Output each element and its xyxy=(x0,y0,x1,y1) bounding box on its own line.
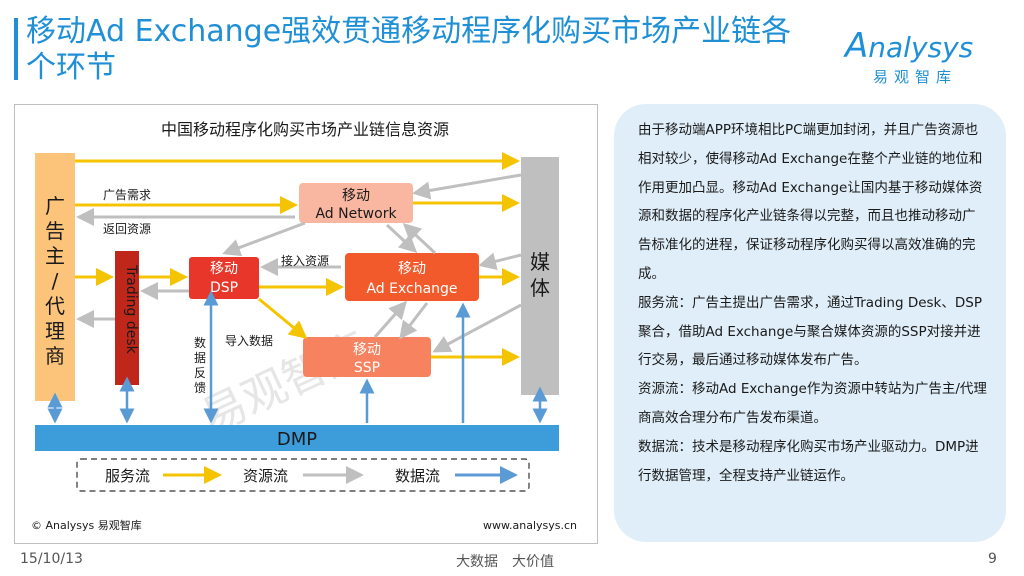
resource-arrow-media-ssp xyxy=(432,303,522,353)
ssp-label-2: SSP xyxy=(354,360,380,376)
data-feedback-char-3: 反 xyxy=(194,366,206,380)
ad-network-label-2: Ad Network xyxy=(315,206,397,222)
ad-exchange-box xyxy=(345,253,479,301)
footer-date: 15/10/13 xyxy=(20,551,83,567)
industry-chain-diagram: 中国移动程序化购买市场产业链信息资源 易观智库 广 告 主 / 代 理 商 Tr… xyxy=(14,104,598,544)
diagram-title: 中国移动程序化购买市场产业链信息资源 xyxy=(161,120,449,139)
diagram-website: www.analysys.cn xyxy=(483,519,577,532)
title-accent-bar xyxy=(14,18,18,80)
explanation-paragraph-intro: 由于移动端APP环境相比PC端更加封闭，并且广告资源也相对较少，使得移动Ad E… xyxy=(638,122,983,282)
ssp-box xyxy=(303,337,431,377)
data-feedback-char-4: 馈 xyxy=(194,381,206,395)
advertiser-char-7: 商 xyxy=(45,344,65,368)
logo-brand: nalysys xyxy=(868,31,974,64)
advertiser-label: 广 告 主 / 代 理 商 xyxy=(45,194,65,368)
advertiser-char-6: 理 xyxy=(45,319,65,343)
resource-arrow-ssp-adexchange xyxy=(373,300,407,338)
resource-arrow-adnetwork-adexchange xyxy=(385,223,418,254)
legend-service-label: 服务流 xyxy=(105,467,150,485)
media-char-2: 体 xyxy=(530,276,550,300)
trading-desk-label: Trading desk xyxy=(123,264,139,355)
resource-arrow-media-adexchange xyxy=(478,252,522,271)
slide-title: 移动Ad Exchange强效贯通移动程序化购买市场产业链各个环节 xyxy=(26,14,792,85)
legend-resource-label: 资源流 xyxy=(243,467,288,485)
dsp-label-1: 移动 xyxy=(210,261,238,277)
analysys-logo: Analysys 易观智库 xyxy=(845,26,1005,90)
logo-initial: A xyxy=(845,26,869,66)
media-box xyxy=(521,157,559,395)
resource-arrow-adnetwork-dsp xyxy=(222,221,306,257)
advertiser-char-3: 主 xyxy=(45,244,65,268)
ad-exchange-label-2: Ad Exchange xyxy=(366,281,457,297)
footer-slogan: 大数据 大价值 xyxy=(456,554,554,570)
advertiser-box xyxy=(35,153,75,401)
data-feedback-char-1: 数 xyxy=(194,335,206,350)
logo-subtitle: 易观智库 xyxy=(873,68,958,86)
advertiser-char-4: / xyxy=(52,269,59,293)
dmp-label: DMP xyxy=(277,429,317,450)
label-data-feedback: 数 据 反 馈 xyxy=(194,335,206,395)
explanation-text: 由于移动端APP环境相比PC端更加封闭，并且广告资源也相对较少，使得移动Ad E… xyxy=(638,116,988,490)
resource-arrow-adexchange-adnetwork xyxy=(402,222,437,255)
advertiser-char-2: 告 xyxy=(45,219,65,243)
dmp-bar xyxy=(35,425,559,451)
diagram-copyright: © Analysys 易观智库 xyxy=(31,518,142,532)
service-arrow-dsp-ssp xyxy=(258,297,308,339)
data-feedback-char-2: 据 xyxy=(194,351,206,365)
resource-arrow-media-adnetwork xyxy=(412,173,522,200)
explanation-paragraph-resource: 资源流：移动Ad Exchange作为资源中转站为广告主/代理商高效合理分布广告… xyxy=(638,381,987,426)
trading-desk-box xyxy=(115,251,139,385)
explanation-paragraph-data: 数据流：技术是移动程序化购买市场产业驱动力。DMP进行数据管理，全程支持产业链运… xyxy=(638,438,979,484)
resource-arrow-adexchange-ssp xyxy=(399,302,429,340)
label-import-data: 导入数据 xyxy=(225,333,273,348)
explanation-panel: 由于移动端APP环境相比PC端更加封闭，并且广告资源也相对较少，使得移动Ad E… xyxy=(614,104,1006,542)
logo-wordmark: Analysys xyxy=(845,26,973,66)
ssp-label-1: 移动 xyxy=(353,342,381,358)
legend-box xyxy=(76,458,530,492)
ad-exchange-label-1: 移动 xyxy=(398,261,426,277)
label-return-resource: 返回资源 xyxy=(103,222,151,236)
label-access-resource: 接入资源 xyxy=(281,253,329,268)
page-number: 9 xyxy=(988,551,997,567)
media-char-1: 媒 xyxy=(530,250,550,274)
advertiser-char-5: 代 xyxy=(45,294,65,318)
ad-network-label-1: 移动 xyxy=(342,188,370,204)
dsp-box xyxy=(189,257,259,299)
ad-network-box xyxy=(299,183,413,223)
label-ad-demand: 广告需求 xyxy=(103,188,151,202)
advertiser-char-1: 广 xyxy=(45,194,65,218)
explanation-paragraph-service: 服务流：广告主提出广告需求，通过Trading Desk、DSP聚合，借助Ad … xyxy=(638,294,982,369)
dsp-label-2: DSP xyxy=(210,280,238,296)
legend-data-label: 数据流 xyxy=(395,467,440,485)
